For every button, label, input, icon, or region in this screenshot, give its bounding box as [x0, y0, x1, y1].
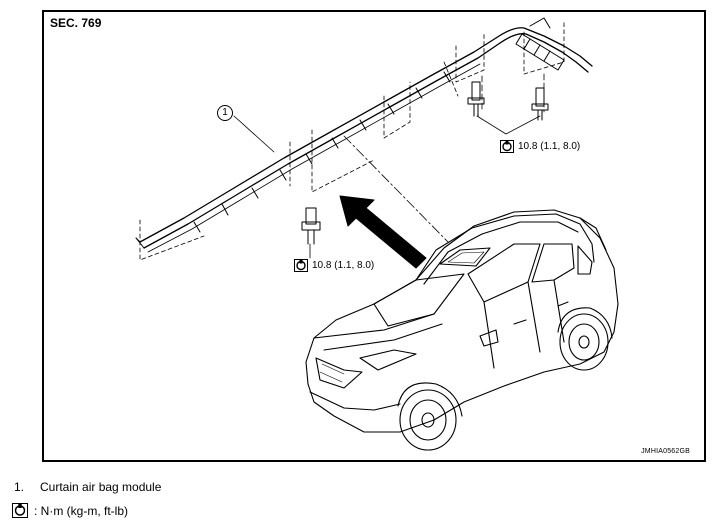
torque-spec-upper: 10.8 (1.1, 8.0) — [500, 140, 580, 153]
legend-unit-text: : N·m (kg-m, ft-lb) — [34, 503, 128, 518]
diagram-drawing — [135, 17, 619, 451]
callout-number-1: 1 — [217, 105, 233, 121]
sunroof — [439, 247, 491, 267]
vehicle — [305, 209, 619, 451]
grille — [315, 357, 363, 389]
torque-wrench-icon — [294, 259, 308, 272]
torque-wrench-icon — [12, 503, 28, 518]
upper-bolt-right — [531, 87, 549, 121]
section-label: SEC. 769 — [50, 16, 102, 30]
lower-bolt — [301, 207, 321, 245]
curtain-airbag-module — [135, 17, 593, 253]
rear-wheel — [557, 307, 613, 371]
front-wheel — [397, 382, 463, 451]
torque-spec-lower: 10.8 (1.1, 8.0) — [294, 259, 374, 272]
image-code: JMHIA0562GB — [641, 448, 690, 455]
diagram-frame: SEC. 769 1 10.8 (1.1, 8.0) 10.8 (1.1, 8.… — [42, 10, 706, 462]
legend-torque-unit: : N·m (kg-m, ft-lb) — [12, 503, 128, 518]
center-line — [343, 135, 449, 243]
mounting-bracket-outlines — [139, 21, 565, 261]
upper-bolt-left — [467, 81, 485, 117]
torque-value-lower: 10.8 (1.1, 8.0) — [312, 260, 375, 271]
callout-leader — [233, 115, 275, 153]
legend-item-number: 1. — [14, 480, 25, 494]
direction-arrow — [339, 195, 427, 269]
legend-item-label: Curtain air bag module — [40, 480, 162, 494]
torque-value-upper: 10.8 (1.1, 8.0) — [518, 141, 581, 152]
torque-wrench-icon — [500, 140, 514, 153]
